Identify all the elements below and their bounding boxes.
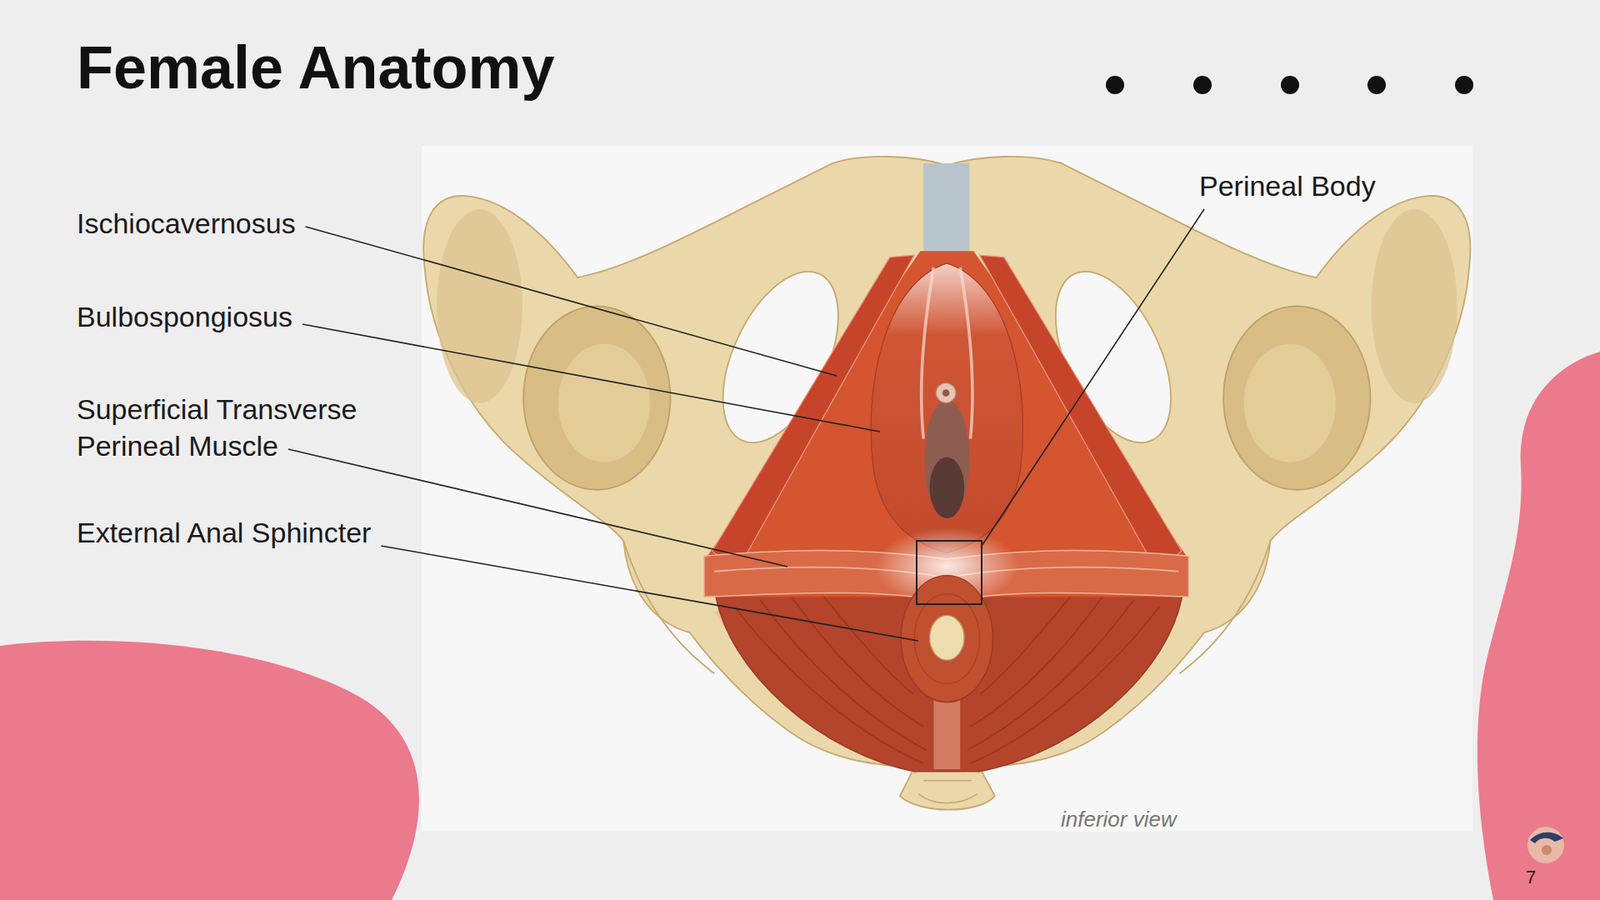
- anal-sphincter: [900, 575, 993, 703]
- illustration-part: [1105, 75, 1125, 95]
- coccyx: [918, 780, 978, 804]
- illustration-part: [1367, 75, 1386, 95]
- slide-title: Female Anatomy: [76, 31, 555, 104]
- pelvis-bone: [423, 156, 1470, 810]
- leader-line: [380, 545, 919, 641]
- vaginal-opening: [924, 400, 970, 519]
- highlight-box: [916, 540, 982, 605]
- image-panel: [421, 145, 1473, 832]
- slide-number: 7: [1525, 866, 1536, 889]
- muscle-label: Superficial Transverse Perineal Muscle: [76, 390, 410, 465]
- anococcygeal-body: [933, 694, 960, 770]
- anal-opening: [930, 615, 965, 660]
- slide-dots: [1105, 75, 1474, 95]
- logo-icon: [1527, 826, 1565, 864]
- illustration-part: [1193, 75, 1212, 95]
- leader-line: [288, 449, 788, 567]
- muscle-label: Ischiocavernosus: [76, 206, 296, 240]
- leader-line: [305, 226, 837, 376]
- leader-line: [302, 324, 880, 432]
- urethra: [935, 382, 956, 403]
- sphincter-ring: [914, 594, 980, 685]
- vaginal-opening-inner: [930, 457, 965, 519]
- muscle-label: Bulbospongiosus: [76, 300, 293, 334]
- muscle-label: External Anal Sphincter: [76, 515, 371, 550]
- structure-label: Perineal Body: [1199, 169, 1376, 203]
- illustration-part: [1530, 832, 1564, 844]
- pubic-symphysis: [923, 163, 970, 251]
- pink-blob: [1477, 351, 1600, 900]
- illustration-part: [1280, 75, 1300, 95]
- illustration-part: [1455, 75, 1474, 95]
- leader-line: [981, 209, 1205, 546]
- pink-blob: [0, 640, 420, 900]
- illustration-part: [1527, 826, 1565, 864]
- view-note: inferior view: [1060, 806, 1177, 832]
- illustration-part: [1541, 845, 1552, 855]
- urethra-opening: [942, 389, 950, 397]
- bulbospongiosus-muscle: [870, 263, 1023, 554]
